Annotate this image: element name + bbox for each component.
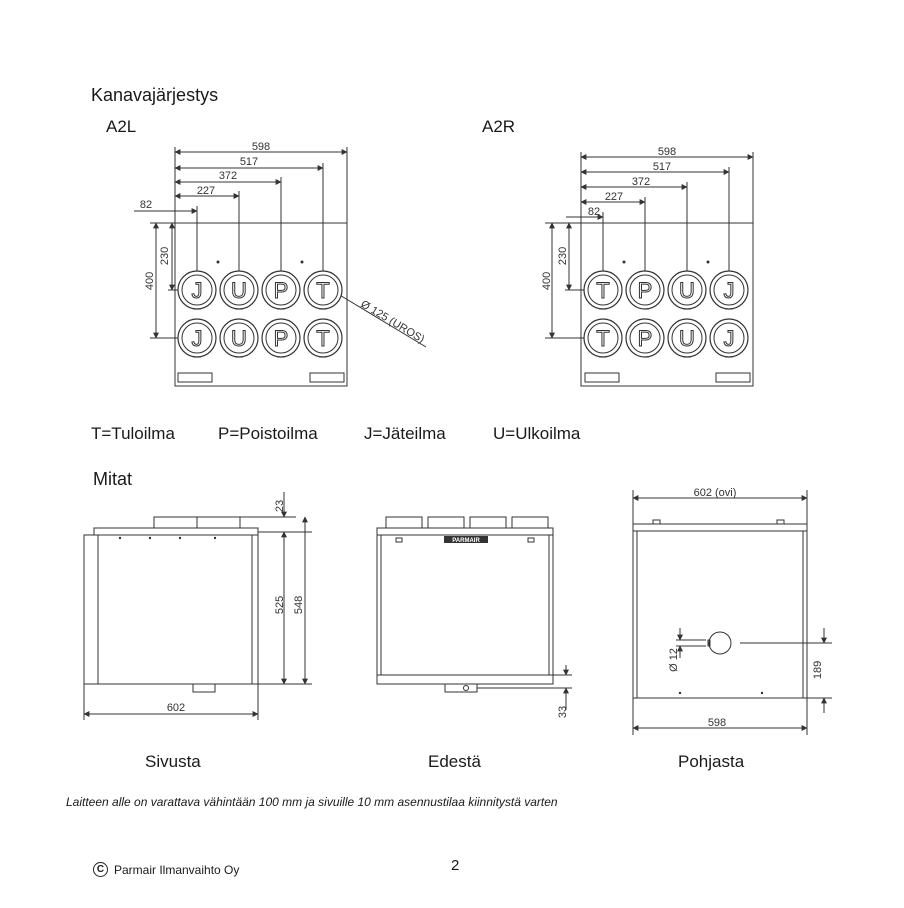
a2r-dim-230: 230 bbox=[557, 247, 569, 265]
a2r-diagram: T P U J T P U J 598 517 372 227 82 400 2… bbox=[541, 146, 754, 387]
bottom-dim-189: 189 bbox=[812, 661, 824, 679]
a2r-port-r1-3: U bbox=[679, 278, 695, 303]
side-dim-525: 525 bbox=[274, 596, 286, 614]
a2r-port-r1-2: P bbox=[638, 278, 653, 303]
a2l-dim-372: 372 bbox=[219, 170, 237, 182]
installation-note: Laitteen alle on varattava vähintään 100… bbox=[66, 795, 558, 809]
dimension-drawings: 23 525 548 602 PARMAIR 33 bbox=[83, 487, 832, 735]
a2r-port-r2-4: J bbox=[724, 326, 735, 351]
side-view bbox=[83, 492, 312, 720]
front-dim-33: 33 bbox=[557, 706, 569, 718]
a2r-port-r1-1: T bbox=[596, 278, 609, 303]
variant-label-a2r: A2R bbox=[482, 117, 516, 136]
a2r-dim-82: 82 bbox=[588, 206, 600, 218]
variant-label-a2l: A2L bbox=[106, 117, 137, 136]
footer-company: Parmair Ilmanvaihto Oy bbox=[114, 862, 240, 877]
a2l-dim-230: 230 bbox=[159, 247, 171, 265]
bottom-dim-dia-12: Ø 12 bbox=[668, 648, 680, 672]
a2l-port-r1-2: U bbox=[231, 278, 247, 303]
a2r-dim-517: 517 bbox=[653, 161, 671, 173]
a2r-port-r2-2: P bbox=[638, 326, 653, 351]
a2l-port-r2-4: T bbox=[316, 326, 329, 351]
a2l-dim-517: 517 bbox=[240, 156, 258, 168]
a2l-port-r1-4: T bbox=[316, 278, 329, 303]
legend-j: J=Jäteilma bbox=[364, 424, 446, 443]
bottom-view bbox=[632, 490, 832, 735]
a2r-port-r1-4: J bbox=[724, 278, 735, 303]
side-dim-23: 23 bbox=[274, 500, 286, 512]
a2r-dim-598: 598 bbox=[658, 146, 676, 158]
legend-t: T=Tuloilma bbox=[91, 424, 175, 443]
section-title-dimensions: Mitat bbox=[93, 469, 133, 489]
bottom-dim-602-ovi: 602 (ovi) bbox=[694, 487, 737, 499]
a2r-port-r2-3: U bbox=[679, 326, 695, 351]
a2l-dim-400: 400 bbox=[144, 272, 156, 290]
a2l-port-r1-1: J bbox=[192, 278, 203, 303]
legend-p: P=Poistoilma bbox=[218, 424, 318, 443]
a2l-dim-82: 82 bbox=[140, 199, 152, 211]
section-title-duct-order: Kanavajärjestys bbox=[91, 85, 219, 105]
a2l-port-r2-1: J bbox=[192, 326, 203, 351]
caption-front: Edestä bbox=[428, 752, 481, 771]
a2l-port-r1-3: P bbox=[274, 278, 289, 303]
a2r-dim-227: 227 bbox=[605, 191, 623, 203]
a2r-port-r2-1: T bbox=[596, 326, 609, 351]
legend-u: U=Ulkoilma bbox=[493, 424, 581, 443]
front-brand-label: PARMAIR bbox=[452, 538, 480, 544]
a2l-port-r2-3: P bbox=[274, 326, 289, 351]
bottom-dim-598: 598 bbox=[708, 717, 726, 729]
page-number: 2 bbox=[451, 857, 460, 874]
front-view bbox=[376, 516, 572, 710]
side-dim-548: 548 bbox=[293, 596, 305, 614]
a2l-dim-598: 598 bbox=[252, 141, 270, 153]
copyright-icon: C bbox=[93, 862, 108, 877]
side-dim-602: 602 bbox=[167, 702, 185, 714]
a2r-dim-372: 372 bbox=[632, 176, 650, 188]
footer: C Parmair Ilmanvaihto Oy bbox=[93, 862, 239, 877]
a2r-dim-400: 400 bbox=[541, 272, 553, 290]
a2l-dim-227: 227 bbox=[197, 185, 215, 197]
a2l-port-r2-2: U bbox=[231, 326, 247, 351]
caption-side: Sivusta bbox=[145, 752, 201, 771]
a2l-diagram: J U P T J U P T 598 517 372 227 82 400 2… bbox=[134, 141, 426, 387]
caption-bottom: Pohjasta bbox=[678, 752, 745, 771]
